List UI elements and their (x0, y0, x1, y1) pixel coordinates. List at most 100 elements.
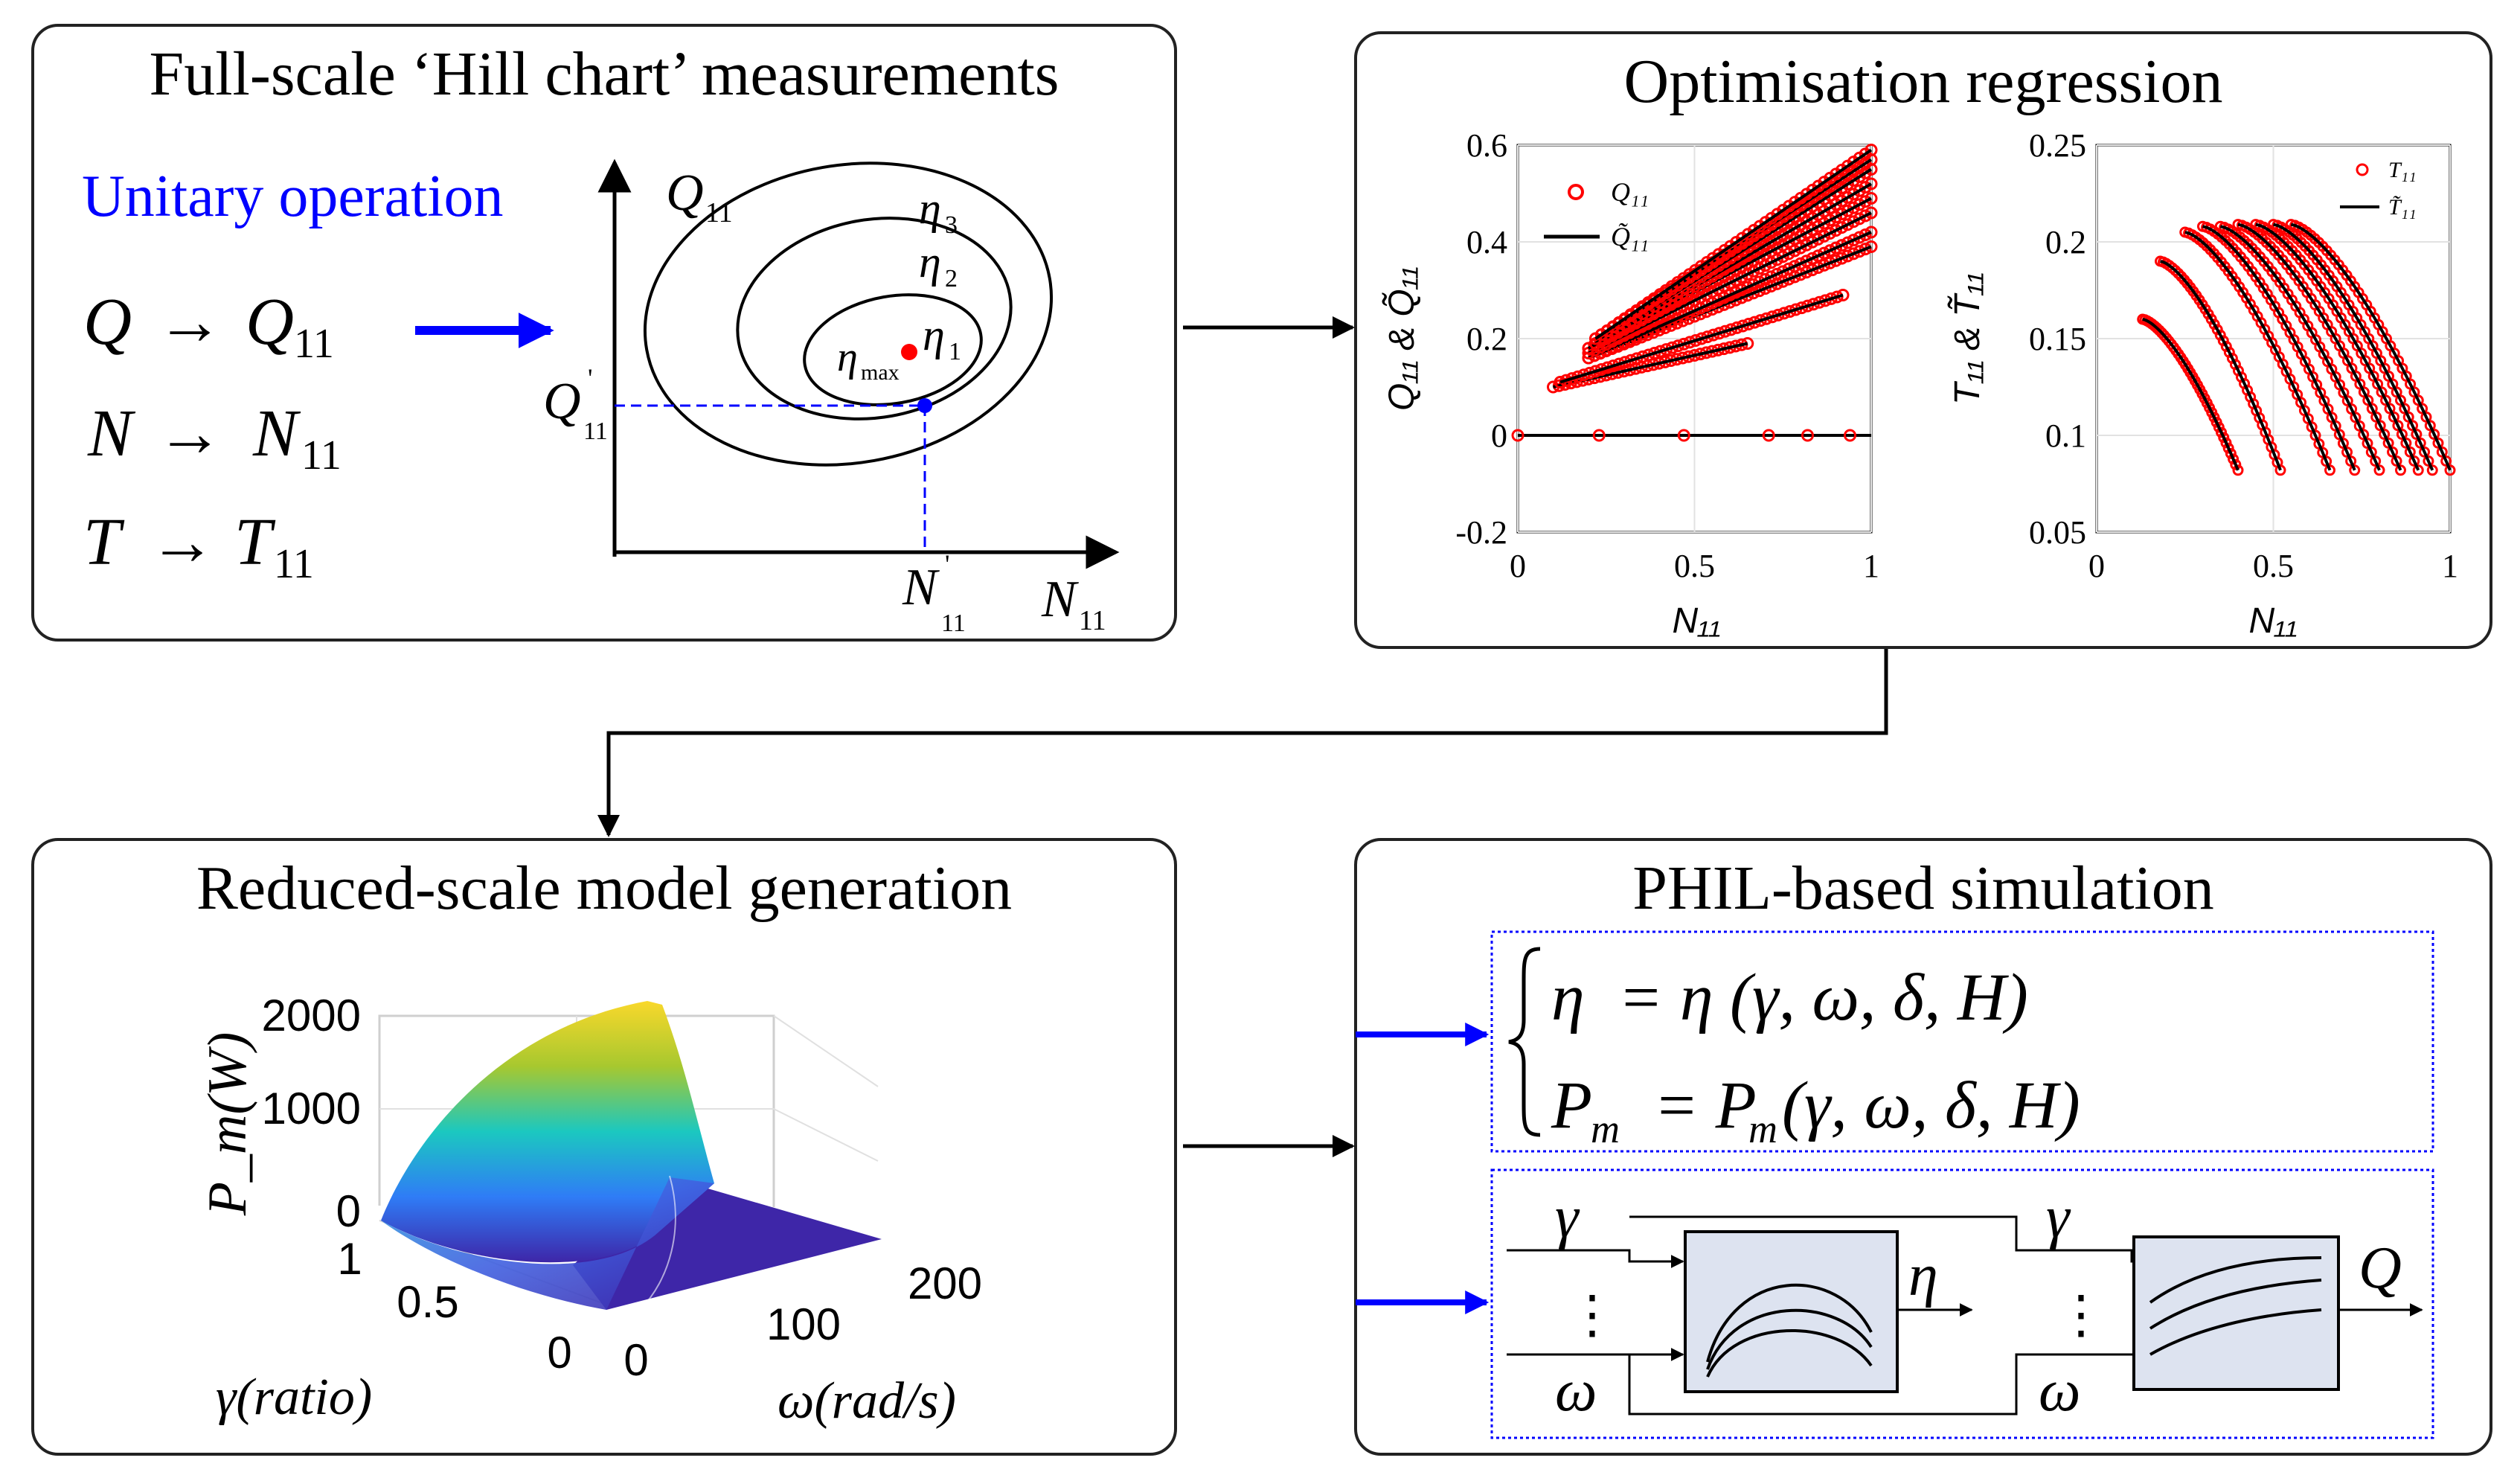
chart-q11-point (1654, 345, 1667, 358)
chart-t11-point (2365, 447, 2377, 458)
contour-eta3 (643, 161, 1054, 467)
chart-t11-fit-line (2255, 223, 2420, 471)
q-block-curve (2149, 1256, 2322, 1304)
chart-q11-ylabel: Q₁₁ & Q̃₁₁ (1382, 266, 1422, 411)
surface-ytick: 0.5 (397, 1277, 458, 1327)
block1-output-eta: η (1908, 1243, 1938, 1308)
surface-xtick: 200 (908, 1258, 982, 1308)
chart-t11-fit-line (2159, 260, 2282, 471)
chart-t11-point (2366, 403, 2378, 415)
chart-t11-point (2330, 420, 2341, 432)
chart-q11-point (1801, 299, 1814, 313)
chart-q11-point (1853, 231, 1866, 244)
chart-q11-point (1865, 192, 1878, 205)
q-prime-mark: ' (588, 363, 593, 393)
chart-t11-point (2222, 442, 2234, 454)
equation-pm-lhs-sub: m (1591, 1107, 1620, 1151)
chart-q11-point (1859, 228, 1872, 242)
equation-pm-mid-sub: m (1748, 1107, 1777, 1151)
chart-q11-xtick: 1 (1863, 548, 1879, 584)
surface-ztick: 0 (336, 1186, 361, 1236)
equation-brace (1508, 947, 1541, 1137)
equation-pm-rhs: (γ, ω, δ, H) (1782, 1069, 2080, 1142)
chart-q11-point (1830, 290, 1844, 304)
chart-q11-point (1671, 339, 1684, 353)
chart-t11-point (2423, 455, 2434, 467)
chart-t11-point (2345, 455, 2357, 467)
chart-t11-fit-line (2237, 223, 2402, 471)
chart-q11-point (1770, 267, 1783, 281)
chart-q11-point (1841, 236, 1854, 249)
chart-q11-fit-line (1559, 293, 1844, 384)
chart-t11-point (2404, 446, 2416, 458)
eta1-label: η (923, 310, 945, 359)
chart-t11-ylabel: T₁₁ & T̃₁₁ (1947, 272, 1987, 405)
chart-t11-legend-label: T₁₁ (2388, 158, 2417, 182)
chart-q11-point (1683, 336, 1696, 349)
chart-t11-point (2349, 464, 2361, 476)
block-diagram-box (1490, 1168, 2434, 1439)
surface-dome (381, 1001, 714, 1263)
chart-t11-ytick: 0.05 (2029, 514, 2086, 551)
mapping-n-from: N (87, 397, 136, 470)
chart-q11-point (1677, 429, 1690, 442)
chart-q11-point (1571, 370, 1585, 383)
chart-t11-point (2380, 394, 2392, 406)
n-prime-sub: 11 (941, 610, 966, 637)
block1-input-omega: ω (1555, 1358, 1597, 1424)
mapping-q: Q → Q 11 (83, 285, 334, 367)
chart-t11-point (2424, 420, 2436, 432)
chart-t11-point (2419, 446, 2431, 458)
eta-block-bus-bottom (1628, 1353, 2143, 1416)
eta3-label: η (919, 184, 941, 233)
chart-q11-ytick: -0.2 (1455, 514, 1507, 551)
chart-q11-point (1642, 348, 1655, 362)
chart-q11-point (1764, 270, 1777, 284)
equation-pm-mid: = P (1637, 1069, 1757, 1142)
mapping-n-sub: 11 (301, 432, 342, 479)
chart-t11-point (2396, 429, 2408, 441)
q-prime-sub: 11 (583, 418, 608, 445)
chart-t11-point (2399, 403, 2411, 415)
chart-q11-point (1759, 272, 1772, 286)
chart-q11-point (1701, 330, 1714, 344)
chart-t11-point (2428, 429, 2440, 441)
chart-q11-point (1782, 262, 1795, 275)
eta-max-point (901, 344, 917, 360)
mapping-t-from: T (83, 505, 125, 579)
chart-q11-point (1853, 245, 1866, 258)
mapping-n-to: N (252, 397, 301, 470)
chart-q11-point (1748, 316, 1761, 329)
chart-q11-point (1565, 372, 1579, 386)
surface-grid (773, 1108, 879, 1162)
chart-t11-legend-marker (2356, 163, 2369, 176)
chart-q11-point (1689, 333, 1702, 347)
chart-q11-point (1695, 332, 1708, 345)
chart-t11-xtick: 0 (2088, 548, 2105, 584)
chart-t11-point (2217, 335, 2229, 347)
chart-q11-point (1723, 289, 1737, 301)
chart-t11-point (2420, 411, 2432, 423)
chart-t11-xlabel: N₁₁ (2249, 601, 2298, 641)
chart-q11-point (1735, 283, 1748, 296)
mapping-n-arrow: → (156, 397, 223, 470)
chart-t11-ytick: 0.1 (2045, 418, 2086, 454)
chart-q11-point (1865, 177, 1878, 191)
chart-q11-point (1794, 257, 1807, 270)
surface-side (381, 1177, 714, 1310)
chart-t11-point (2444, 464, 2456, 476)
chart-t11-point (2211, 324, 2223, 336)
chart-t11-fit-line (2273, 223, 2434, 471)
surface-xlabel: ω(rad/s) (778, 1372, 956, 1430)
surface-xtick: 100 (766, 1299, 841, 1349)
chart-q11-fit-line (1588, 211, 1872, 355)
q-block-curve (2149, 1308, 2322, 1356)
chart-t11-point (2411, 429, 2423, 441)
chart-q11-point (1824, 256, 1837, 269)
chart-q11-point (1865, 144, 1878, 156)
mapping-t-arrow: → (149, 505, 216, 579)
chart-q11-point (1788, 260, 1801, 273)
chart-q11-point (1736, 319, 1749, 333)
hill-x-label: N (1041, 571, 1079, 628)
optimisation-title: Optimisation regression (1623, 47, 2223, 116)
